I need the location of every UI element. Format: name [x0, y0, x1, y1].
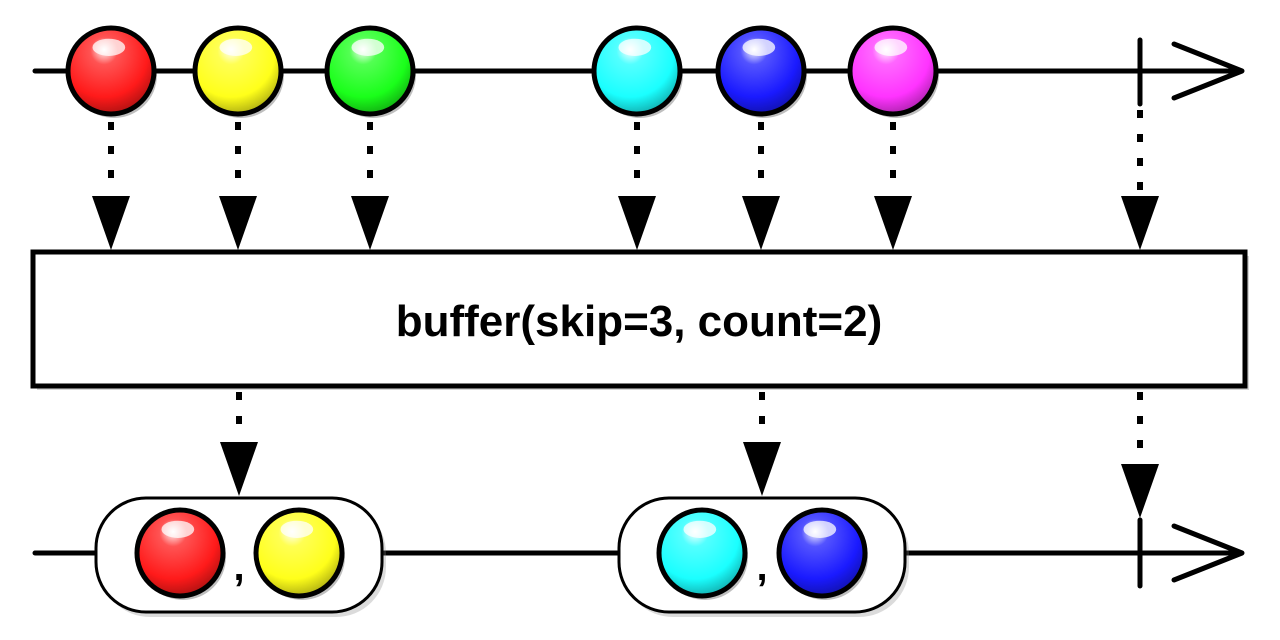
input-marble-cyan-body	[591, 25, 683, 117]
operator-box-frame	[30, 249, 1248, 389]
input-marble-blue	[715, 25, 807, 118]
output-completion-arrow	[1121, 392, 1159, 518]
buffer-2-marble-blue-body	[776, 507, 868, 599]
input-marble-magenta-body	[847, 25, 939, 117]
buffer-2-marbles	[656, 507, 868, 600]
input-arrow-3-head	[351, 196, 389, 250]
input-completion-arrow	[1121, 110, 1159, 250]
input-arrow-4	[618, 122, 656, 250]
input-marble-magenta	[847, 25, 939, 118]
buffer-2-marble-cyan	[656, 507, 748, 600]
buffer-1-marble-red-highlight	[161, 520, 195, 538]
input-marble-green-highlight	[351, 38, 385, 56]
input-arrows	[92, 110, 1159, 250]
input-arrow-5-head	[742, 196, 780, 250]
buffer-1-marble-red	[134, 507, 226, 600]
input-arrow-4-head	[618, 196, 656, 250]
input-arrow-2-head	[219, 196, 257, 250]
input-marble-yellow	[192, 25, 284, 118]
operator-label: buffer(skip=3, count=2)	[396, 297, 883, 346]
input-marble-cyan-highlight	[618, 38, 652, 56]
input-arrow-6-head	[874, 196, 912, 250]
buffer-2-marble-blue-highlight	[803, 520, 837, 538]
output-buffer-2: ,	[617, 496, 909, 617]
input-arrow-2	[219, 122, 257, 250]
buffer-1-marble-yellow-highlight	[280, 520, 314, 538]
output-arrows	[220, 392, 1159, 518]
input-marble-cyan	[591, 25, 683, 118]
buffer-1-marble-red-body	[134, 507, 226, 599]
output-arrow-2-head	[743, 442, 781, 496]
buffer-1-separator: ,	[233, 545, 244, 589]
input-timeline-arrowhead	[1171, 41, 1245, 101]
input-marble-yellow-highlight	[219, 38, 253, 56]
input-marble-red-highlight	[92, 38, 126, 56]
buffer-2-separator: ,	[756, 545, 767, 589]
input-arrow-6	[874, 122, 912, 250]
input-arrow-1-head	[92, 196, 130, 250]
buffer-1-marble-yellow	[253, 507, 345, 600]
operator-box: buffer(skip=3, count=2)	[30, 249, 1249, 390]
input-marbles	[65, 25, 939, 118]
buffer-1-marbles	[134, 507, 345, 600]
input-completion-arrow-head	[1121, 196, 1159, 250]
output-buffer-1: ,	[94, 496, 386, 617]
input-marble-red	[65, 25, 157, 118]
input-marble-green	[324, 25, 416, 118]
input-arrow-3	[351, 122, 389, 250]
output-arrow-2	[743, 392, 781, 496]
buffer-2-marble-cyan-highlight	[683, 520, 717, 538]
buffer-1-marble-yellow-body	[253, 507, 345, 599]
output-completion-arrow-head	[1121, 464, 1159, 518]
input-marble-blue-body	[715, 25, 807, 117]
output-arrow-1	[220, 392, 258, 496]
input-arrow-5	[742, 122, 780, 250]
buffer-2-marble-blue	[776, 507, 868, 600]
output-timeline-arrowhead	[1171, 523, 1245, 583]
buffer-2-marble-cyan-body	[656, 507, 748, 599]
input-marble-magenta-highlight	[874, 38, 908, 56]
input-arrow-1	[92, 122, 130, 250]
input-marble-blue-highlight	[742, 38, 776, 56]
input-marble-yellow-body	[192, 25, 284, 117]
output-arrow-1-head	[220, 442, 258, 496]
input-marble-red-body	[65, 25, 157, 117]
input-marble-green-body	[324, 25, 416, 117]
